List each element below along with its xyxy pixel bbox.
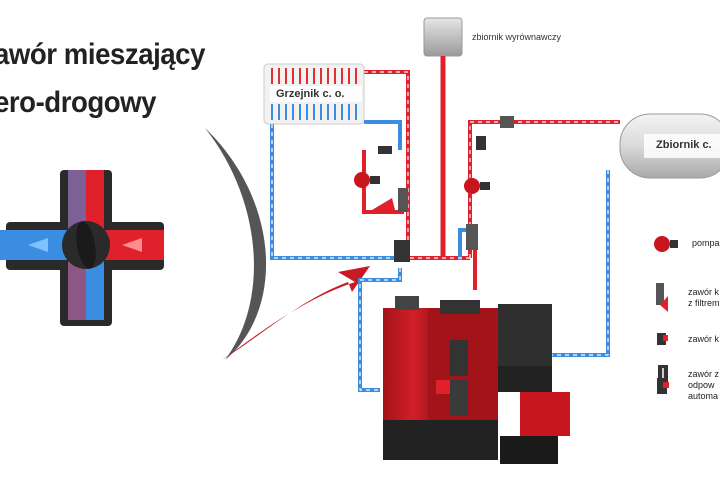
legend-valve-icon — [657, 333, 668, 345]
legend-line: zawór z — [688, 369, 720, 379]
title-line-1: awór mieszający — [0, 38, 205, 71]
legend-line: z filtrem — [688, 298, 720, 308]
legend-line: odpow — [688, 380, 715, 390]
title-line-2: ero-drogowy — [0, 86, 157, 119]
expansion-tank-label: zbiornik wyrównawczy — [472, 32, 562, 42]
legend-line: automa — [688, 391, 719, 401]
radiator — [263, 63, 365, 125]
legend-item-filter-valve: zawór k z filtrem — [688, 287, 720, 309]
storage-tank — [619, 113, 720, 179]
radiator-label: Grzejnik c. o. — [276, 88, 345, 100]
mixing-valve-illustration — [0, 170, 164, 326]
pump-group-right — [464, 116, 514, 250]
legend-vent-icon — [657, 378, 669, 394]
pump-group-left — [354, 146, 410, 262]
legend-item-safety-valve: zawór z — [688, 369, 719, 380]
legend-line: zawór k — [688, 287, 720, 297]
arrow-shape — [222, 266, 370, 360]
legend-pump-icon — [654, 236, 678, 252]
legend-line: pompa — [692, 238, 720, 248]
legend-line: zawór k — [688, 334, 720, 344]
tank-label: Zbiornik c. — [656, 139, 712, 151]
expansion-tank — [423, 17, 463, 57]
legend-item-vent: odpow automa — [688, 380, 718, 402]
arc-swoosh — [205, 128, 267, 360]
legend-filter-valve-icon — [656, 283, 668, 312]
legend-item-pump: pompa — [692, 238, 720, 249]
legend-item-valve: zawór k — [688, 334, 719, 345]
boiler — [383, 296, 570, 464]
